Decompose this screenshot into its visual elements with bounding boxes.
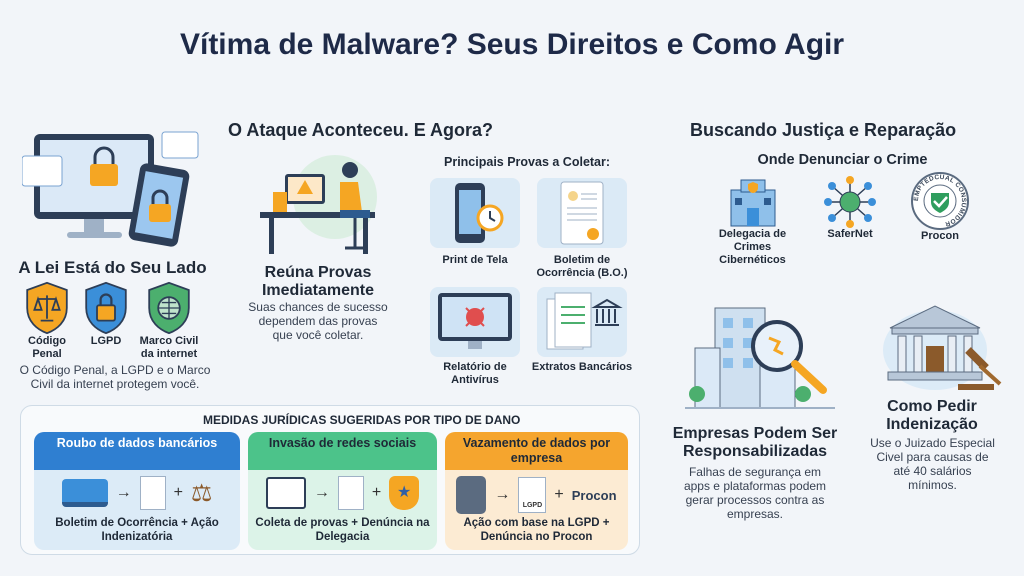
- evidence-card-bo: [537, 178, 627, 248]
- network-globe-icon: [824, 176, 876, 228]
- report-place-delegacia[interactable]: Delegacia de Crimes Cibernéticos: [700, 176, 805, 267]
- consumer-seal-icon: EMPTEDCUAL CONSUMIDOR: [911, 172, 969, 230]
- database-icon: [456, 476, 487, 514]
- document-icon: [139, 476, 166, 510]
- document-pen-icon: [337, 476, 364, 510]
- police-station-icon: [730, 179, 775, 227]
- report-place-safernet[interactable]: SaferNet: [815, 176, 885, 241]
- collect-evidence-heading: Reúna Provas Imediatamente: [261, 264, 375, 299]
- measure-card-leak: Vazamento de dados por empresa →LGPD+Pro…: [445, 432, 628, 550]
- courthouse-gavel-illustration: [880, 300, 1005, 392]
- shield-lgpd: LGPD: [77, 281, 135, 361]
- law-caption: O Código Penal, a LGPD e o Marco Civil d…: [19, 363, 211, 391]
- bank-statements-icon: [546, 292, 623, 350]
- measures-title: MEDIDAS JURÍDICAS SUGERIDAS POR TIPO DE …: [203, 413, 521, 427]
- evidence-label: Print de Tela: [442, 254, 508, 266]
- companies-heading: Empresas Podem Ser Responsabilizadas: [672, 425, 838, 460]
- measure-card-bank: Roubo de dados bancários →+⚖ Boletim de …: [34, 432, 240, 550]
- gavel-icon: ⚖: [190, 479, 213, 507]
- attack-heading: O Ataque Aconteceu. E Agora?: [228, 120, 494, 140]
- antivirus-report-icon: [438, 293, 512, 349]
- shield-marco-civil: Marco Civil da internet: [136, 281, 202, 361]
- evidence-card-antivirus: [430, 287, 520, 357]
- collect-evidence-desc: Suas chances de sucesso dependem das pro…: [248, 300, 388, 342]
- evidence-label: Extratos Bancários: [531, 361, 633, 373]
- measure-icons: →LGPD+Procon: [445, 476, 628, 514]
- hacked-devices-illustration: [22, 126, 202, 251]
- globe-icon: [148, 281, 190, 335]
- procon-logo: Procon: [571, 487, 617, 503]
- evidence-title: Principais Provas a Coletar:: [444, 155, 611, 169]
- measure-icons: →+★: [248, 476, 437, 510]
- law-shields: Código Penal LGPD Marco Civil da interne…: [18, 281, 202, 361]
- scales-icon: [26, 281, 68, 335]
- evidence-card-print: [430, 178, 520, 248]
- measure-icons: →+⚖: [34, 476, 240, 510]
- evidence-label: Boletim de Ocorrência (B.O.): [536, 254, 628, 279]
- report-title: Onde Denunciar o Crime: [757, 152, 928, 168]
- lgpd-document-icon: LGPD: [518, 477, 547, 513]
- evidence-card-statements: [537, 287, 627, 357]
- shield-codigo-penal: Código Penal: [18, 281, 76, 361]
- company-building-magnifier-illustration: [685, 298, 835, 413]
- credit-card-lock-icon: [61, 479, 108, 507]
- person-at-desk-illustration: [255, 152, 390, 257]
- measure-card-social: Invasão de redes sociais →+★ Coleta de p…: [248, 432, 437, 550]
- compensation-desc: Use o Juizado Especial Civel para causas…: [870, 436, 995, 492]
- page-title: Vítima de Malware? Seus Direitos e Como …: [179, 28, 845, 61]
- evidence-label: Relatório de Antivírus: [443, 361, 507, 386]
- companies-desc: Falhas de segurança em apps e plataforma…: [683, 465, 827, 521]
- law-heading: A Lei Está do Seu Lado: [18, 258, 207, 277]
- compensation-heading: Como Pedir Indenização: [886, 398, 978, 433]
- justice-heading: Buscando Justiça e Reparação: [690, 120, 957, 140]
- police-badge-icon: ★: [389, 476, 420, 510]
- police-report-document-icon: [560, 181, 604, 245]
- hacked-profile-icon: [265, 477, 306, 509]
- lock-icon: [85, 281, 127, 335]
- phone-screenshot-icon: [455, 183, 504, 243]
